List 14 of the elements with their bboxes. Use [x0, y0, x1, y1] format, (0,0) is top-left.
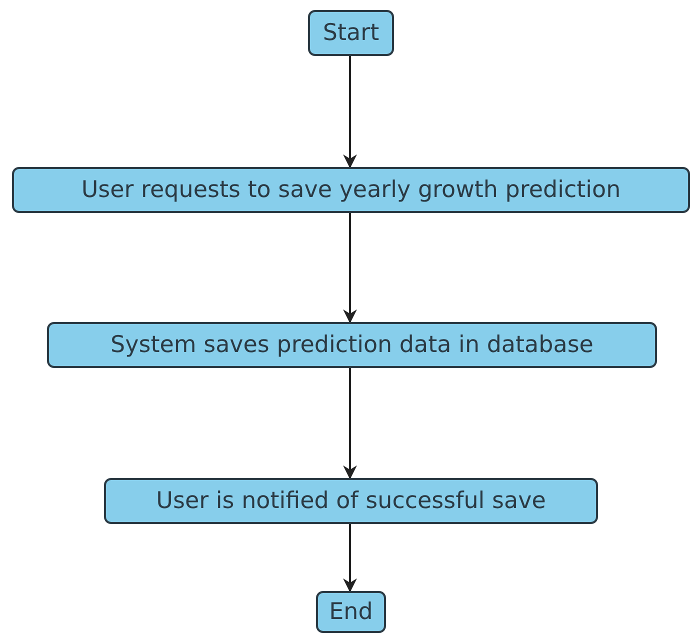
step-text: System saves prediction data in database	[110, 332, 594, 358]
step-text: End	[329, 599, 373, 625]
arrow	[343, 213, 357, 324]
process-box	[47, 322, 657, 368]
process-box	[316, 591, 386, 633]
step-text: User is notified of successful save	[156, 488, 546, 514]
process-box	[104, 478, 598, 524]
arrow	[343, 524, 357, 592]
process-box	[308, 10, 394, 56]
process-box	[12, 167, 690, 213]
step-text: User requests to save yearly growth prediction	[81, 177, 621, 203]
arrow	[343, 368, 357, 480]
step-text: Start	[322, 20, 380, 46]
arrow	[343, 56, 357, 168]
